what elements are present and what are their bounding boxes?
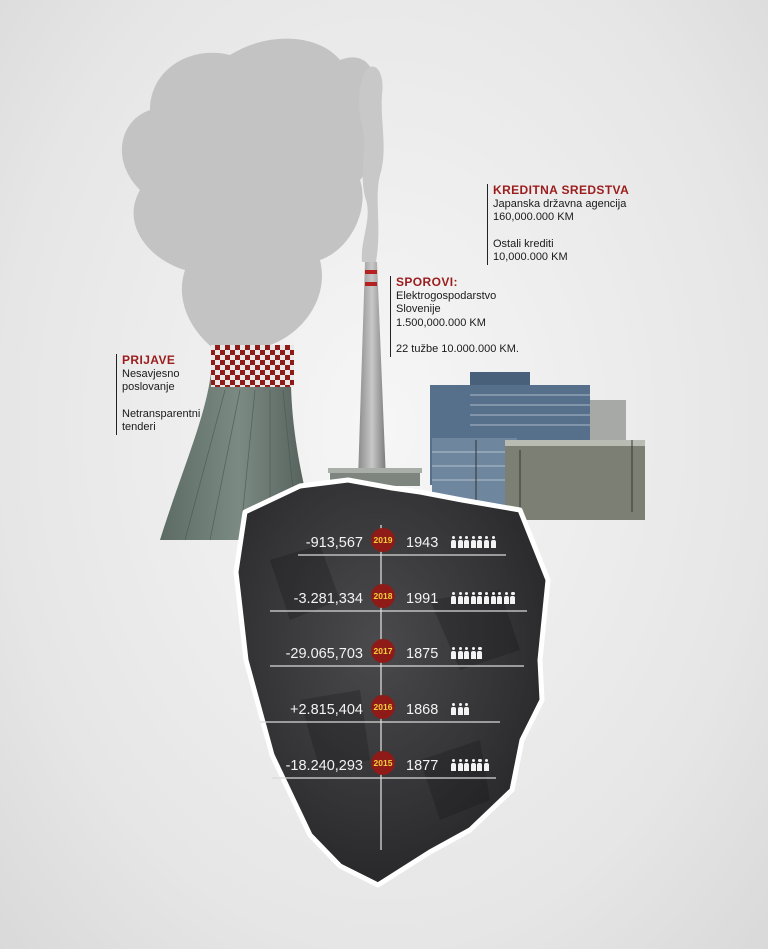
sporovi-title: SPOROVI: bbox=[396, 275, 458, 289]
sporovi-line: Slovenije bbox=[396, 303, 441, 315]
prijave-info: PRIJAVE Nesavjesno poslovanje Netranspar… bbox=[116, 353, 201, 435]
person-icon bbox=[451, 647, 456, 659]
smoke-cloud bbox=[121, 38, 380, 351]
people-icons bbox=[451, 592, 516, 604]
kreditna-line: Ostali krediti bbox=[493, 237, 554, 250]
spacer bbox=[493, 225, 629, 238]
chimney-red-band-2 bbox=[365, 282, 377, 286]
kreditna-line: Japanska državna agencija bbox=[493, 197, 627, 210]
person-icon bbox=[464, 759, 470, 771]
person-icon bbox=[477, 536, 483, 548]
sporovi-line: 22 tužbe 10.000.000 KM. bbox=[396, 343, 519, 355]
person-icon bbox=[457, 759, 463, 771]
year-badge: 2019 bbox=[371, 528, 395, 552]
person-icon bbox=[470, 759, 476, 771]
person-icon bbox=[477, 759, 483, 771]
year-row: -913,567 2019 1943 bbox=[255, 528, 545, 558]
person-icon bbox=[477, 647, 483, 659]
power-plant bbox=[430, 372, 645, 520]
sporovi-line: 1.500,000.000 KM bbox=[396, 316, 486, 329]
person-icon bbox=[464, 592, 470, 604]
person-icon bbox=[470, 647, 476, 659]
employee-count: 1877 bbox=[406, 758, 439, 774]
person-icon bbox=[503, 592, 509, 604]
person-icon bbox=[457, 536, 463, 548]
person-icon bbox=[464, 647, 470, 659]
person-icon bbox=[497, 592, 503, 604]
person-icon bbox=[483, 759, 489, 771]
person-icon bbox=[490, 592, 496, 604]
person-icon bbox=[451, 592, 456, 604]
person-icon bbox=[457, 592, 463, 604]
year-badge: 2015 bbox=[371, 751, 395, 775]
people-icons bbox=[451, 703, 470, 715]
person-icon bbox=[477, 592, 483, 604]
person-icon bbox=[457, 703, 463, 715]
year-row: -29.065,703 2017 1875 bbox=[255, 639, 545, 669]
tower-checker-band bbox=[211, 345, 294, 387]
financial-result: -29.065,703 bbox=[285, 646, 363, 662]
financial-result: -913,567 bbox=[305, 535, 363, 551]
chimney-smoke bbox=[359, 66, 384, 262]
prijave-line: Nesavjesno bbox=[122, 367, 180, 380]
person-icon bbox=[483, 536, 489, 548]
financial-result: -3.281,334 bbox=[293, 591, 363, 607]
year-row: -3.281,334 2018 1991 bbox=[255, 584, 545, 614]
spacer bbox=[122, 395, 200, 408]
cooling-tower bbox=[160, 350, 318, 540]
financial-result: -18.240,293 bbox=[285, 758, 363, 774]
year-row: -18.240,293 2015 1877 bbox=[255, 751, 545, 781]
person-icon bbox=[464, 536, 470, 548]
people-icons bbox=[451, 536, 496, 548]
person-icon bbox=[451, 759, 456, 771]
prijave-title: PRIJAVE bbox=[122, 353, 176, 367]
row-divider-lines bbox=[260, 554, 527, 779]
person-icon bbox=[451, 536, 456, 548]
person-icon bbox=[457, 647, 463, 659]
kreditna-line: 160,000.000 KM bbox=[493, 211, 574, 223]
year-row: +2.815,404 2016 1868 bbox=[255, 695, 545, 725]
employee-count: 1991 bbox=[406, 591, 439, 607]
sporovi-info: SPOROVI: Elektrogospodarstvo Slovenije 1… bbox=[390, 275, 519, 357]
people-icons bbox=[451, 759, 489, 771]
prijave-line: Netransparentni bbox=[122, 407, 201, 420]
employee-count: 1943 bbox=[406, 535, 439, 551]
prijave-line: poslovanje bbox=[122, 381, 175, 393]
year-badge: 2017 bbox=[371, 639, 395, 663]
people-icons bbox=[451, 647, 483, 659]
low-building-roof bbox=[328, 468, 422, 473]
employee-count: 1868 bbox=[406, 702, 439, 718]
employee-count: 1875 bbox=[406, 646, 439, 662]
person-icon bbox=[470, 592, 476, 604]
chimney bbox=[358, 262, 386, 480]
year-badge: 2016 bbox=[371, 695, 395, 719]
person-icon bbox=[510, 592, 516, 604]
person-icon bbox=[470, 536, 476, 548]
person-icon bbox=[483, 592, 489, 604]
financial-result: +2.815,404 bbox=[290, 702, 363, 718]
spacer bbox=[396, 330, 519, 343]
year-badge: 2018 bbox=[371, 584, 395, 608]
kreditna-info: KREDITNA SREDSTVA Japanska državna agenc… bbox=[487, 183, 630, 265]
person-icon bbox=[451, 703, 456, 715]
sporovi-line: Elektrogospodarstvo bbox=[396, 289, 497, 302]
person-icon bbox=[464, 703, 470, 715]
chimney-red-band bbox=[365, 270, 377, 274]
kreditna-line: 10,000.000 KM bbox=[493, 251, 568, 263]
prijave-line: tenderi bbox=[122, 421, 156, 433]
coal-rock bbox=[233, 477, 551, 888]
person-icon bbox=[490, 536, 496, 548]
kreditna-title: KREDITNA SREDSTVA bbox=[493, 183, 630, 197]
